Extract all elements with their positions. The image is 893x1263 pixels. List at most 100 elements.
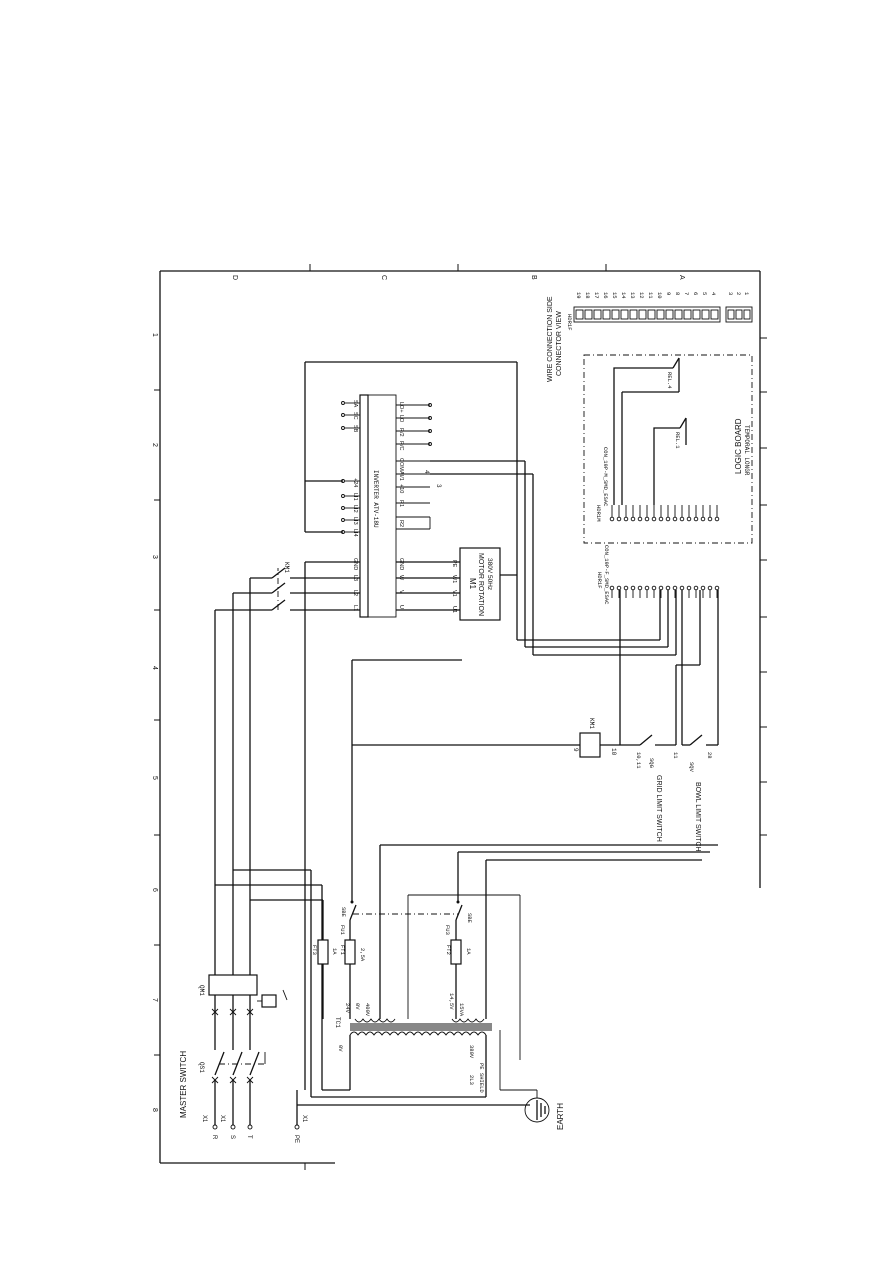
wire-num-4: 4 bbox=[423, 470, 430, 474]
sbe-label-2: SBE bbox=[466, 913, 473, 924]
connector-pin bbox=[674, 309, 683, 320]
col-number-1: 1 bbox=[151, 333, 158, 337]
tap-24v: 24V bbox=[344, 1003, 351, 1014]
inverter-atv18u: INVERTER ATV-18U L1 L2 L3 GND U V W GND … bbox=[341, 394, 460, 618]
frame-row-letters: D C B A bbox=[231, 275, 685, 280]
hdr1m-pin bbox=[700, 516, 706, 522]
connector-pin bbox=[629, 309, 638, 320]
bowl-switch-tag: SQV bbox=[688, 762, 695, 773]
ft3-tag: FT3 bbox=[311, 945, 318, 955]
protection-qm1: QM1 bbox=[198, 578, 288, 1016]
hdr1m-pin bbox=[714, 516, 720, 522]
grid-switch-tag: SQG bbox=[648, 758, 655, 768]
hdr1f-pin bbox=[700, 585, 706, 591]
connector-pin-number: 13 bbox=[629, 292, 636, 299]
hdr1m-pin bbox=[630, 516, 636, 522]
ft2-tag: FT2 bbox=[445, 945, 452, 955]
connector-pin bbox=[727, 309, 735, 320]
hdr1f-pin bbox=[686, 585, 692, 591]
col-number-3: 3 bbox=[151, 555, 158, 559]
wire-num-9: 9 bbox=[572, 748, 579, 752]
ft1-tag: FT1 bbox=[339, 945, 346, 956]
wire-connection-side-label: WIRE CONNECTION SIDE bbox=[547, 296, 554, 382]
connector-hdr1f: HDR1F CON_19P-F_SMD_ESAC bbox=[596, 545, 720, 605]
inv-term-plus10: +10 bbox=[398, 484, 404, 493]
km1-coil: KM1 9 10 bbox=[572, 718, 640, 758]
qm1-label: QM1 bbox=[198, 985, 205, 996]
connector-pin bbox=[602, 309, 611, 320]
wire-num-10: 10 bbox=[610, 748, 617, 756]
fu3-tag: FU3 bbox=[444, 925, 451, 935]
master-switch-label: MASTER SWITCH bbox=[179, 1051, 188, 1118]
connector-pin bbox=[638, 309, 647, 320]
transformer-tc1: TC1 0V 380V 2L3 PE SHIELD 24V 400V 0V 14… bbox=[215, 869, 538, 1098]
connector-pin bbox=[593, 309, 602, 320]
hdr1m-pin bbox=[679, 516, 685, 522]
connector-pin bbox=[656, 309, 665, 320]
x1-label-s: X1 bbox=[219, 1115, 225, 1123]
inv-term-lo: LO bbox=[398, 415, 404, 423]
hdr1m-pin bbox=[644, 516, 650, 522]
connector-pin-number: 3 bbox=[727, 292, 734, 295]
row-letter-c: C bbox=[380, 275, 387, 280]
inverter-label: INVERTER ATV-18U bbox=[372, 470, 379, 528]
connector-pin-number: 9 bbox=[665, 292, 672, 295]
bowl-limit-switch: SQV BOWL LIMIT SWITCH 11 28 bbox=[672, 590, 719, 852]
tap-2l3: 2L3 bbox=[468, 1075, 475, 1085]
motor-term-v1: V1 bbox=[451, 590, 457, 597]
connector-pin-number: 8 bbox=[674, 292, 681, 295]
inv-term-r1: R1 bbox=[398, 500, 404, 507]
col-number-5: 5 bbox=[151, 776, 158, 780]
hdr1f-pin bbox=[651, 585, 657, 591]
tap-0v-primary: 0V bbox=[337, 1045, 344, 1052]
inv-term-l3: L3 bbox=[352, 575, 358, 581]
inv-term-sb: SB bbox=[352, 425, 358, 433]
hdr1f-pin bbox=[637, 585, 643, 591]
inv-term-sc: SC bbox=[352, 412, 358, 420]
hdr1m-pin bbox=[693, 516, 699, 522]
hdr1m-pin bbox=[623, 516, 629, 522]
hdr1f-pin bbox=[693, 585, 699, 591]
tap-400v: 400V bbox=[364, 1003, 371, 1017]
inv-term-lo-plus: LO+ bbox=[398, 402, 404, 413]
hdr1m-pin bbox=[665, 516, 671, 522]
x1-label-r: X1 bbox=[201, 1115, 207, 1123]
earth-symbol: EARTH bbox=[296, 1090, 565, 1130]
connector-pin bbox=[701, 309, 710, 320]
connector-pin bbox=[692, 309, 701, 320]
inv-term-li3: LI3 bbox=[352, 517, 358, 525]
connector-pin-number: 19 bbox=[575, 292, 582, 299]
connector-pin-number: 4 bbox=[710, 292, 717, 296]
hdr1m-label: HDR1M bbox=[595, 505, 602, 522]
hdr1m-pin bbox=[658, 516, 664, 522]
connector-pin-number: 7 bbox=[683, 292, 690, 295]
connector-pin bbox=[735, 309, 743, 320]
rel1-label: REL.1 bbox=[674, 432, 681, 449]
hdr1f-pin bbox=[665, 585, 671, 591]
terminal-r: R bbox=[211, 1135, 217, 1140]
hdr1m-pin bbox=[672, 516, 678, 522]
km1-contacts: KM1 bbox=[215, 561, 360, 1090]
hdr1f-pin bbox=[714, 585, 720, 591]
connector-pin bbox=[683, 309, 692, 320]
col-number-4: 4 bbox=[151, 666, 158, 670]
connector-pin-number: 5 bbox=[701, 292, 708, 295]
tap-15va: 15VA bbox=[458, 1003, 465, 1017]
hdr1f-part: CON_19P-F_SMD_ESAC bbox=[603, 545, 610, 605]
tap-380v: 380V bbox=[468, 1045, 475, 1059]
connector-pin bbox=[575, 309, 584, 320]
x1-label-pe: X1 bbox=[301, 1115, 307, 1123]
inv-term-li4: LI4 bbox=[352, 529, 358, 537]
terminal-s: S bbox=[229, 1135, 235, 1139]
inv-term-rc: R/C bbox=[398, 441, 404, 451]
bowl-limit-switch-label: BOWL LIMIT SWITCH bbox=[694, 782, 701, 852]
logic-board-label: LOGIC BOARD bbox=[734, 418, 743, 474]
connector-pin bbox=[584, 309, 593, 320]
supply-terminals: R S T PE X1 X1 X1 bbox=[201, 1115, 307, 1143]
hdr1f-label: HDR1F bbox=[596, 572, 603, 589]
hdr1m-pin bbox=[637, 516, 643, 522]
hdr1f-pin bbox=[616, 585, 622, 591]
motor-m1: M1 MOTOR ROTATION 380V 50Hz U1 V1 W1 PE bbox=[451, 547, 517, 621]
inverter-control-loop: 3 4 bbox=[304, 361, 677, 656]
sbe-label-1: SBE bbox=[340, 907, 347, 918]
